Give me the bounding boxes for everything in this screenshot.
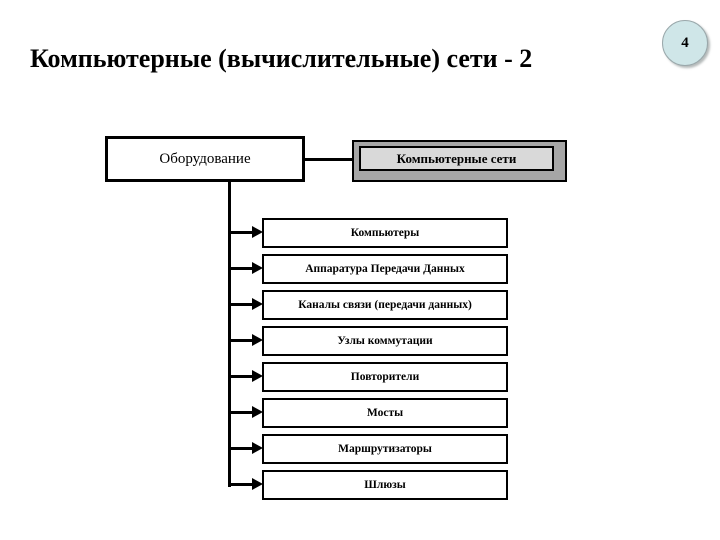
tree-branch-7: Шлюзы [228, 470, 508, 500]
list-item[interactable]: Компьютеры [262, 218, 508, 248]
slide-number-badge: 4 [662, 20, 708, 66]
list-item[interactable]: Повторители [262, 362, 508, 392]
tree-trunk-line [228, 182, 231, 487]
slide-number-label: 4 [681, 34, 689, 51]
list-item[interactable]: Узлы коммутации [262, 326, 508, 356]
node-equipment-label: Оборудование [159, 150, 251, 167]
arrow-right-icon [252, 298, 263, 310]
branch-line-icon [230, 375, 254, 378]
list-item-label: Каналы связи (передачи данных) [298, 299, 472, 311]
list-item[interactable]: Мосты [262, 398, 508, 428]
arrow-right-icon [252, 262, 263, 274]
tree-branch-6: Маршрутизаторы [228, 434, 508, 464]
list-item[interactable]: Шлюзы [262, 470, 508, 500]
tree-branch-3: Узлы коммутации [228, 326, 508, 356]
branch-line-icon [230, 267, 254, 270]
tree-branch-4: Повторители [228, 362, 508, 392]
branch-line-icon [230, 483, 254, 486]
tree-branch-5: Мосты [228, 398, 508, 428]
connector-equipment-to-networks [305, 158, 354, 161]
arrow-right-icon [252, 370, 263, 382]
list-item-label: Компьютеры [350, 227, 420, 239]
page-title: Компьютерные (вычислительные) сети - 2 [30, 44, 533, 73]
branch-line-icon [230, 339, 254, 342]
arrow-right-icon [252, 226, 263, 238]
branch-line-icon [230, 447, 254, 450]
list-item-label: Маршрутизаторы [338, 443, 432, 455]
node-equipment[interactable]: Оборудование [105, 136, 305, 182]
branch-line-icon [230, 411, 254, 414]
branch-line-icon [230, 231, 254, 234]
list-item-label: Мосты [366, 407, 404, 419]
list-item[interactable]: Аппаратура Передачи Данных [262, 254, 508, 284]
node-computer-networks-label: Компьютерные сети [396, 150, 517, 166]
arrow-right-icon [252, 406, 263, 418]
arrow-right-icon [252, 478, 263, 490]
list-item[interactable]: Каналы связи (передачи данных) [262, 290, 508, 320]
list-item-label: Узлы коммутации [337, 335, 433, 347]
arrow-right-icon [252, 334, 263, 346]
list-item-label: Аппаратура Передачи Данных [305, 263, 465, 275]
tree-branch-1: Аппаратура Передачи Данных [228, 254, 508, 284]
node-computer-networks-face: Компьютерные сети [359, 146, 554, 171]
list-item[interactable]: Маршрутизаторы [262, 434, 508, 464]
list-item-label: Повторители [350, 371, 420, 383]
list-item-label: Шлюзы [364, 479, 406, 491]
tree-branch-2: Каналы связи (передачи данных) [228, 290, 508, 320]
node-computer-networks[interactable]: Компьютерные сети [352, 140, 567, 182]
branch-line-icon [230, 303, 254, 306]
arrow-right-icon [252, 442, 263, 454]
tree-branch-0: Компьютеры [228, 218, 508, 248]
